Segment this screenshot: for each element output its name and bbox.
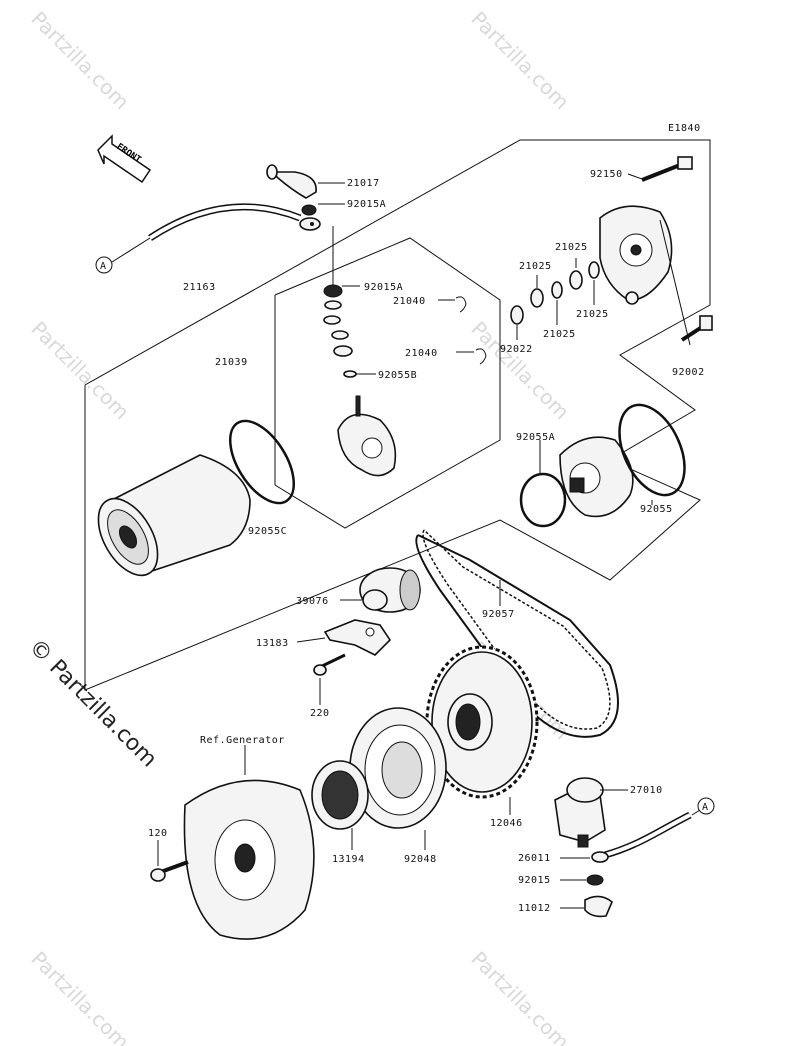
part-labels: 21017 92015A 21163 92015A 21040 21039 21… — [148, 169, 705, 914]
label-21040-b: 21040 — [405, 348, 438, 359]
label-13183: 13183 — [256, 638, 289, 649]
label-21017: 21017 — [347, 178, 380, 189]
reduction-housing — [519, 403, 686, 528]
label-21040-a: 21040 — [393, 296, 426, 307]
diagram-code: E1840 — [668, 123, 701, 134]
label-92057: 92057 — [482, 609, 515, 620]
brush-plate — [337, 395, 397, 477]
label-92055: 92055 — [640, 504, 673, 515]
front-arrow-icon: FRONT — [97, 134, 152, 184]
generator-rotor — [150, 745, 315, 940]
assembly-frame — [84, 139, 711, 691]
watermark-2: Partzilla.com — [466, 7, 573, 114]
label-92055b: 92055B — [378, 370, 417, 381]
label-92015a-mid: 92015A — [364, 282, 403, 293]
label-92002: 92002 — [672, 367, 705, 378]
label-120: 120 — [148, 828, 168, 839]
label-92150: 92150 — [590, 169, 623, 180]
end-cover — [510, 156, 713, 346]
label-21039: 21039 — [215, 357, 248, 368]
ref-a-right: A — [702, 802, 709, 813]
label-92022: 92022 — [500, 344, 533, 355]
label-21025-c: 21025 — [576, 309, 609, 320]
label-39076: 39076 — [296, 596, 329, 607]
label-92015: 92015 — [518, 875, 551, 886]
one-way-clutch — [311, 760, 369, 850]
watermark-7: Partzilla.com — [466, 947, 573, 1046]
label-92055a: 92055A — [516, 432, 555, 443]
label-26011: 26011 — [518, 853, 551, 864]
watermark-1: Partzilla.com — [26, 7, 133, 114]
starter-relay: A — [554, 777, 715, 918]
watermark-3: Partzilla.com — [26, 317, 133, 424]
label-27010: 27010 — [630, 785, 663, 796]
label-92055c: 92055C — [248, 526, 287, 537]
ref-a-left: A — [100, 261, 107, 272]
starter-motor — [97, 419, 296, 577]
label-ref-generator: Ref.Generator — [200, 735, 285, 746]
label-21163: 21163 — [183, 282, 216, 293]
starter-chain — [415, 529, 619, 738]
terminal-boot — [266, 164, 345, 216]
idle-gear — [296, 567, 421, 705]
side-watermark: © Partzilla.com — [24, 635, 162, 773]
starter-clutch — [349, 707, 447, 850]
brush-kit-hardware — [323, 226, 487, 378]
label-92015a-top: 92015A — [347, 199, 386, 210]
watermark-6: Partzilla.com — [26, 947, 133, 1046]
label-21025-d: 21025 — [543, 329, 576, 340]
label-92048: 92048 — [404, 854, 437, 865]
starter-sprocket — [425, 645, 539, 815]
label-21025-b: 21025 — [519, 261, 552, 272]
label-220: 220 — [310, 708, 330, 719]
label-12046: 12046 — [490, 818, 523, 829]
label-21025-a: 21025 — [555, 242, 588, 253]
starter-cable: A — [95, 203, 321, 274]
label-13194: 13194 — [332, 854, 365, 865]
label-11012: 11012 — [518, 903, 551, 914]
